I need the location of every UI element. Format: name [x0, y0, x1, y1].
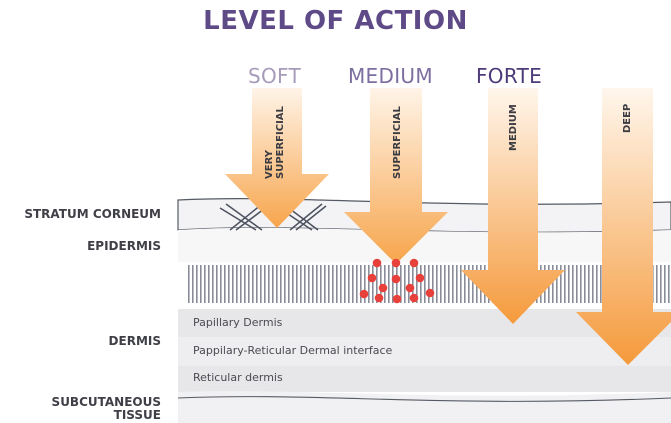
label-stratum-corneum: STRATUM CORNEUM: [24, 207, 161, 221]
arrow-label-medium: MEDIUM: [508, 104, 519, 151]
arrow-label-very-superficial: VERY SUPERFICIAL: [264, 97, 286, 179]
label-epidermis: EPIDERMIS: [87, 239, 161, 253]
diagram-title: LEVEL OF ACTION: [203, 6, 468, 36]
basal-layer: [186, 265, 671, 303]
label-dermis: DERMIS: [108, 334, 161, 348]
label-tissue: TISSUE: [113, 408, 161, 422]
label-subcutaneous: SUBCUTANEOUS: [51, 395, 161, 409]
label-subcutaneous-tissue: SUBCUTANEOUS TISSUE: [52, 396, 161, 422]
level-soft: SOFT: [248, 64, 301, 88]
epidermis-layer: [178, 227, 671, 262]
arrow-label-superficial: SUPERFICIAL: [392, 106, 403, 179]
level-forte-label: FORTE: [476, 64, 543, 88]
level-soft-label: SOFT: [248, 64, 302, 88]
arrow-medium: [461, 88, 565, 324]
arrow-very-superficial: [225, 88, 329, 228]
label-papillary-dermis: Papillary Dermis: [193, 316, 283, 329]
level-medium-label: MEDIUM: [348, 64, 433, 88]
level-medium: MEDIUM: [348, 64, 433, 88]
arrow-label-very: VERY: [264, 150, 275, 179]
subcutaneous-layer: [178, 391, 671, 423]
red-dots: [359, 258, 435, 304]
subcutaneous-line: [177, 396, 671, 402]
skin-layers: [177, 198, 671, 423]
label-interface: Pappilary-Reticular Dermal interface: [193, 344, 393, 357]
level-forte: FORTE: [476, 64, 542, 88]
arrow-label-superficial-1: SUPERFICIAL: [275, 106, 286, 179]
arrow-deep: [576, 88, 671, 365]
arrow-superficial: [344, 88, 448, 264]
arrow-label-deep: DEEP: [622, 103, 633, 133]
interface-layer: [178, 337, 671, 366]
label-reticular-dermis: Reticular dermis: [193, 371, 283, 384]
reticular-dermis-layer: [178, 366, 671, 392]
